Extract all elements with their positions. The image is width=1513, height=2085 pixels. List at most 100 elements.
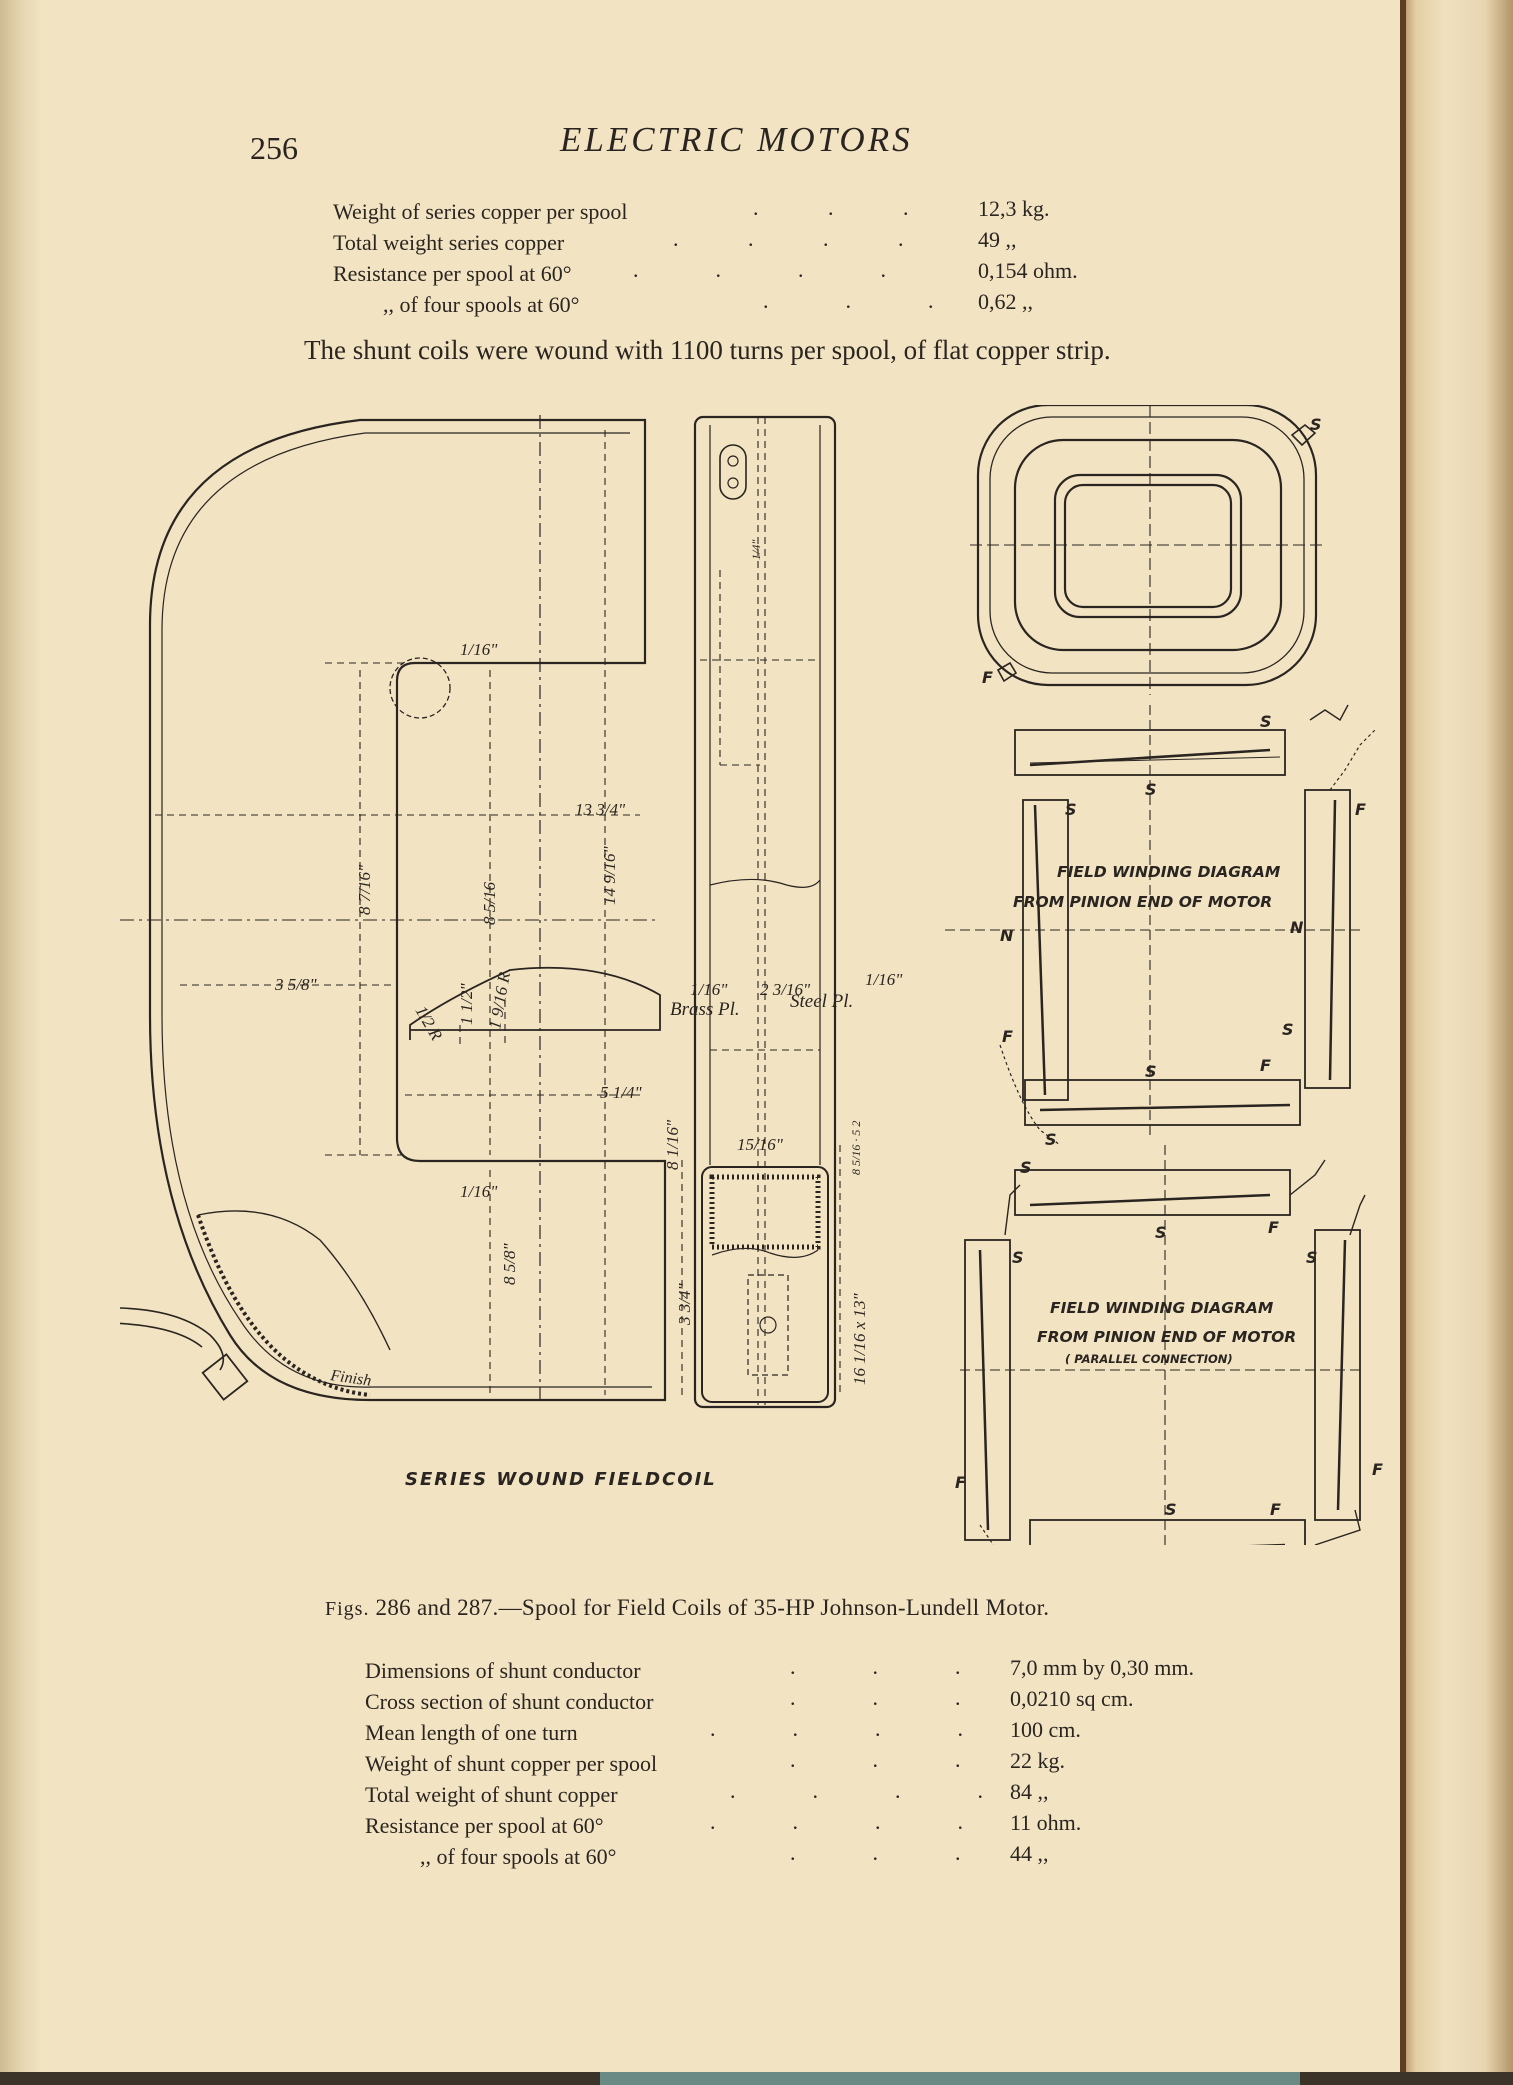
dim-label: 8 5/16 xyxy=(480,882,499,925)
spec-label: Total weight of shunt copper xyxy=(365,1782,618,1807)
svg-text:S: S xyxy=(1306,1248,1318,1267)
running-title: ELECTRIC MOTORS xyxy=(560,120,913,159)
dim-label: 15/16" xyxy=(737,1135,784,1154)
svg-text:S: S xyxy=(1310,415,1322,434)
dimension-lines xyxy=(155,430,640,1395)
leader-dots: . . . . xyxy=(633,257,888,282)
dim-label: 1/2 R xyxy=(412,1003,447,1045)
svg-text:S: S xyxy=(1065,800,1077,819)
leader-dots: . . . xyxy=(790,1685,963,1710)
spec-value: 12,3 kg. xyxy=(978,196,1050,221)
spec-label: Resistance per spool at 60° xyxy=(365,1813,604,1838)
diagram1-terminal-letters: S F S S S F N N F S S F S S S F S S F F … xyxy=(955,415,1383,1519)
svg-text:S: S xyxy=(1282,1020,1294,1039)
paragraph-text: The shunt coils were wound with 1100 tur… xyxy=(304,335,1111,365)
spec-label: Dimensions of shunt conductor xyxy=(365,1658,641,1683)
caption-text: 286 and 287.—Spool for Field Coils of 35… xyxy=(369,1595,1050,1620)
dim-label: 8 1/16" xyxy=(663,1119,682,1170)
dim-label: 3 5/8" xyxy=(274,975,317,994)
page-header: 256 ELECTRIC MOTORS xyxy=(250,112,1250,172)
dim-label: 8 5/8" xyxy=(500,1243,519,1285)
dim-label: 3 3/4" xyxy=(675,1283,694,1326)
spec-label: Total weight series copper xyxy=(333,230,565,255)
spec-value: 44 ,, xyxy=(1010,1841,1049,1866)
dim-label: 8 5/16 · 5 2 xyxy=(849,1121,863,1175)
dim-label: 14 9/16" xyxy=(600,846,619,905)
spec-label: Resistance per spool at 60° xyxy=(333,261,572,286)
page-gutter xyxy=(0,0,42,2072)
dim-label: 1/16" xyxy=(460,1182,498,1201)
series-coil-outline xyxy=(120,418,667,1402)
leader-dots: . . . . xyxy=(730,1778,985,1803)
spec-value: 11 ohm. xyxy=(1010,1810,1082,1835)
series-coil-title: SERIES WOUND FIELDCOIL xyxy=(405,1469,717,1490)
svg-text:S: S xyxy=(1155,1223,1167,1242)
svg-text:F: F xyxy=(1268,1218,1279,1237)
dim-label: 8 7/16" xyxy=(355,864,374,915)
svg-text:S: S xyxy=(1145,780,1157,799)
svg-text:F: F xyxy=(982,668,993,687)
dim-label: 13 3/4" xyxy=(575,800,626,819)
spec-value: 100 cm. xyxy=(1010,1717,1081,1742)
bottom-edge xyxy=(0,2072,1513,2085)
dimension-labels: 1/16" 13 3/4" 8 7/16" 8 5/16 14 9/16" 3 … xyxy=(274,539,903,1390)
diagram2-title-line2: FROM PINION END OF MOTOR xyxy=(1037,1328,1296,1346)
svg-text:F: F xyxy=(1270,1500,1281,1519)
spec-value: 0,0210 sq cm. xyxy=(1010,1686,1134,1711)
svg-text:F: F xyxy=(955,1473,966,1492)
technical-drawing: SERIES WOUND FIELDCOIL 1/16" 13 3/4" 8 7… xyxy=(120,405,1383,1545)
body-paragraph: The shunt coils were wound with 1100 tur… xyxy=(258,328,1220,372)
svg-text:F: F xyxy=(1260,1056,1271,1075)
diagram1-title-line1: FIELD WINDING DIAGRAM xyxy=(1057,863,1281,881)
spec-label: ,, of four spools at 60° xyxy=(383,292,580,317)
dim-label: 1 1/2" xyxy=(457,983,476,1025)
diagram1-title-line2: FROM PINION END OF MOTOR xyxy=(1013,893,1272,911)
leader-dots: . . . xyxy=(790,1654,963,1679)
svg-text:S: S xyxy=(1260,712,1272,731)
field-winding-diagram-1 xyxy=(999,704,1376,1146)
svg-text:S: S xyxy=(1012,1248,1024,1267)
figure-caption: Figs. 286 and 287.—Spool for Field Coils… xyxy=(325,1595,1049,1621)
svg-text:S: S xyxy=(1145,1062,1157,1081)
svg-text:F: F xyxy=(1002,1027,1013,1046)
dim-label: 5 1/4" xyxy=(600,1083,642,1102)
brass-plate-label: Brass Pl. xyxy=(670,999,740,1020)
svg-text:N: N xyxy=(1000,926,1014,945)
diagram2-title-line1: FIELD WINDING DIAGRAM xyxy=(1050,1299,1274,1317)
dim-label: 2 3/16" xyxy=(760,980,811,999)
dim-label: 1/4" xyxy=(749,539,763,560)
leader-dots: . . . . xyxy=(710,1809,965,1834)
spec-label: Weight of shunt copper per spool xyxy=(365,1751,658,1776)
svg-text:F: F xyxy=(1372,1460,1383,1479)
dim-label: 1/16" xyxy=(460,640,498,659)
spec-label: Weight of series copper per spool xyxy=(333,199,628,224)
spec-value: 22 kg. xyxy=(1010,1748,1065,1773)
spec-value: 49 ,, xyxy=(978,227,1017,252)
leader-dots: . . . xyxy=(753,195,911,220)
leader-dots: . . . xyxy=(790,1840,963,1865)
field-winding-diagram-2 xyxy=(964,1159,1366,1545)
svg-text:F: F xyxy=(1355,800,1366,819)
page-number: 256 xyxy=(250,130,298,166)
page-fore-edge xyxy=(1400,0,1513,2085)
finish-label: Finish xyxy=(328,1367,372,1390)
dim-label: 16 1/16 x 13" xyxy=(850,1292,869,1385)
steel-plate-label: Steel Pl. xyxy=(790,991,853,1012)
spec-value: 7,0 mm by 0,30 mm. xyxy=(1010,1655,1194,1680)
book-page: 256 ELECTRIC MOTORS Weight of series cop… xyxy=(0,0,1400,2072)
dim-label: 1/16" xyxy=(690,980,728,999)
spec-value: 0,154 ohm. xyxy=(978,258,1078,283)
leader-dots: . . . xyxy=(790,1747,963,1772)
diagram2-title-line3: ( PARALLEL CONNECTION) xyxy=(1065,1352,1233,1366)
spec-value: 0,62 ,, xyxy=(978,289,1033,314)
svg-text:N: N xyxy=(1290,918,1304,937)
leader-dots: . . . . xyxy=(673,226,906,251)
spec-label: Cross section of shunt conductor xyxy=(365,1689,654,1714)
svg-text:S: S xyxy=(1165,1500,1177,1519)
spec-label: ,, of four spools at 60° xyxy=(420,1844,617,1869)
leader-dots: . . . . xyxy=(710,1716,965,1741)
center-lines xyxy=(120,415,660,1405)
caption-prefix: Figs. xyxy=(325,1598,370,1620)
svg-text:S: S xyxy=(1020,1158,1032,1177)
spec-value: 84 ,, xyxy=(1010,1779,1049,1804)
